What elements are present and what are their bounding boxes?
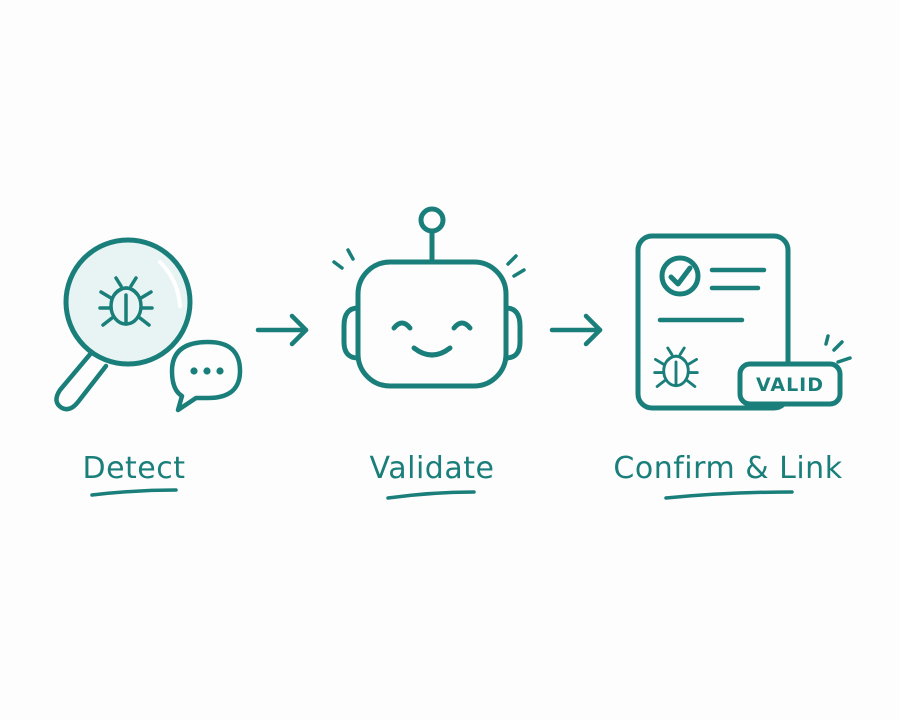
valid-badge-text: VALID bbox=[756, 374, 824, 396]
check-circle-icon bbox=[659, 255, 701, 297]
magnifier-bug-chat-icon bbox=[54, 237, 243, 413]
sparkle-icon bbox=[824, 334, 852, 364]
arrow-right-icon bbox=[255, 313, 309, 347]
detect-underline bbox=[90, 488, 178, 497]
detect-step: Detect bbox=[54, 237, 243, 497]
validate-step: Validate bbox=[332, 206, 526, 500]
sparkle-icon bbox=[332, 248, 526, 278]
robot-icon bbox=[332, 206, 526, 389]
validate-underline bbox=[386, 490, 476, 500]
confirm-link-underline bbox=[664, 490, 794, 500]
valid-badge bbox=[737, 361, 843, 407]
step-label-detect: Detect bbox=[82, 451, 185, 486]
step-label-confirm-link: Confirm & Link bbox=[613, 451, 842, 486]
document-valid-badge-icon bbox=[635, 233, 852, 411]
step-label-validate: Validate bbox=[370, 451, 495, 486]
antenna-icon bbox=[418, 206, 446, 234]
confirm-link-step: VALID Confirm & Link bbox=[613, 233, 852, 500]
arrow-right-icon bbox=[549, 313, 603, 347]
